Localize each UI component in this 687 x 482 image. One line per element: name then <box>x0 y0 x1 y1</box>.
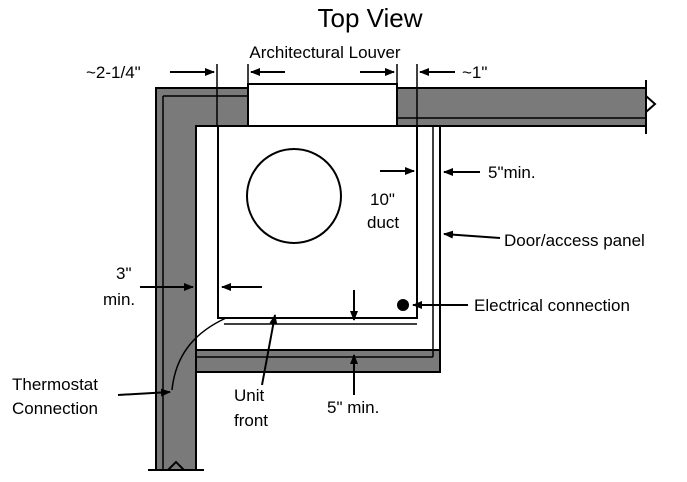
gap-right-label: ~1" <box>462 63 487 82</box>
thermostat-label-1: Thermostat <box>12 375 98 394</box>
unit-front-arrow <box>261 314 278 386</box>
door-label: Door/access panel <box>504 231 645 250</box>
wall-break-right <box>645 80 657 134</box>
duct-size-label: 10" <box>370 190 395 209</box>
top-wall-right <box>396 87 647 127</box>
left-clearance-label-2: min. <box>103 290 135 309</box>
side-clearance-label: 5"min. <box>488 163 536 182</box>
wall-break-bottom <box>148 460 204 471</box>
thermostat-arrow <box>117 388 171 397</box>
electrical-label: Electrical connection <box>474 296 630 315</box>
electrical-connection-dot <box>397 299 409 311</box>
building-walls <box>148 80 657 471</box>
thermostat-wire <box>171 317 227 391</box>
unit-front-label-2: front <box>234 411 268 430</box>
thermostat-label-2: Connection <box>12 399 98 418</box>
architectural-louver <box>247 83 398 127</box>
duct-label: duct <box>367 213 399 232</box>
left-clearance-label-1: 3" <box>116 264 132 283</box>
louver-label: Architectural Louver <box>249 43 401 62</box>
closet-bottom-wall <box>195 349 441 373</box>
unit-front-label-1: Unit <box>234 386 265 405</box>
diagram-title: Top View <box>317 3 422 33</box>
gap-left-label: ~2-1/4" <box>86 63 141 82</box>
bottom-clearance-label: 5" min. <box>327 398 379 417</box>
dimension-arrows <box>117 68 501 397</box>
door-arrow <box>443 230 501 239</box>
duct-circle <box>246 148 342 244</box>
